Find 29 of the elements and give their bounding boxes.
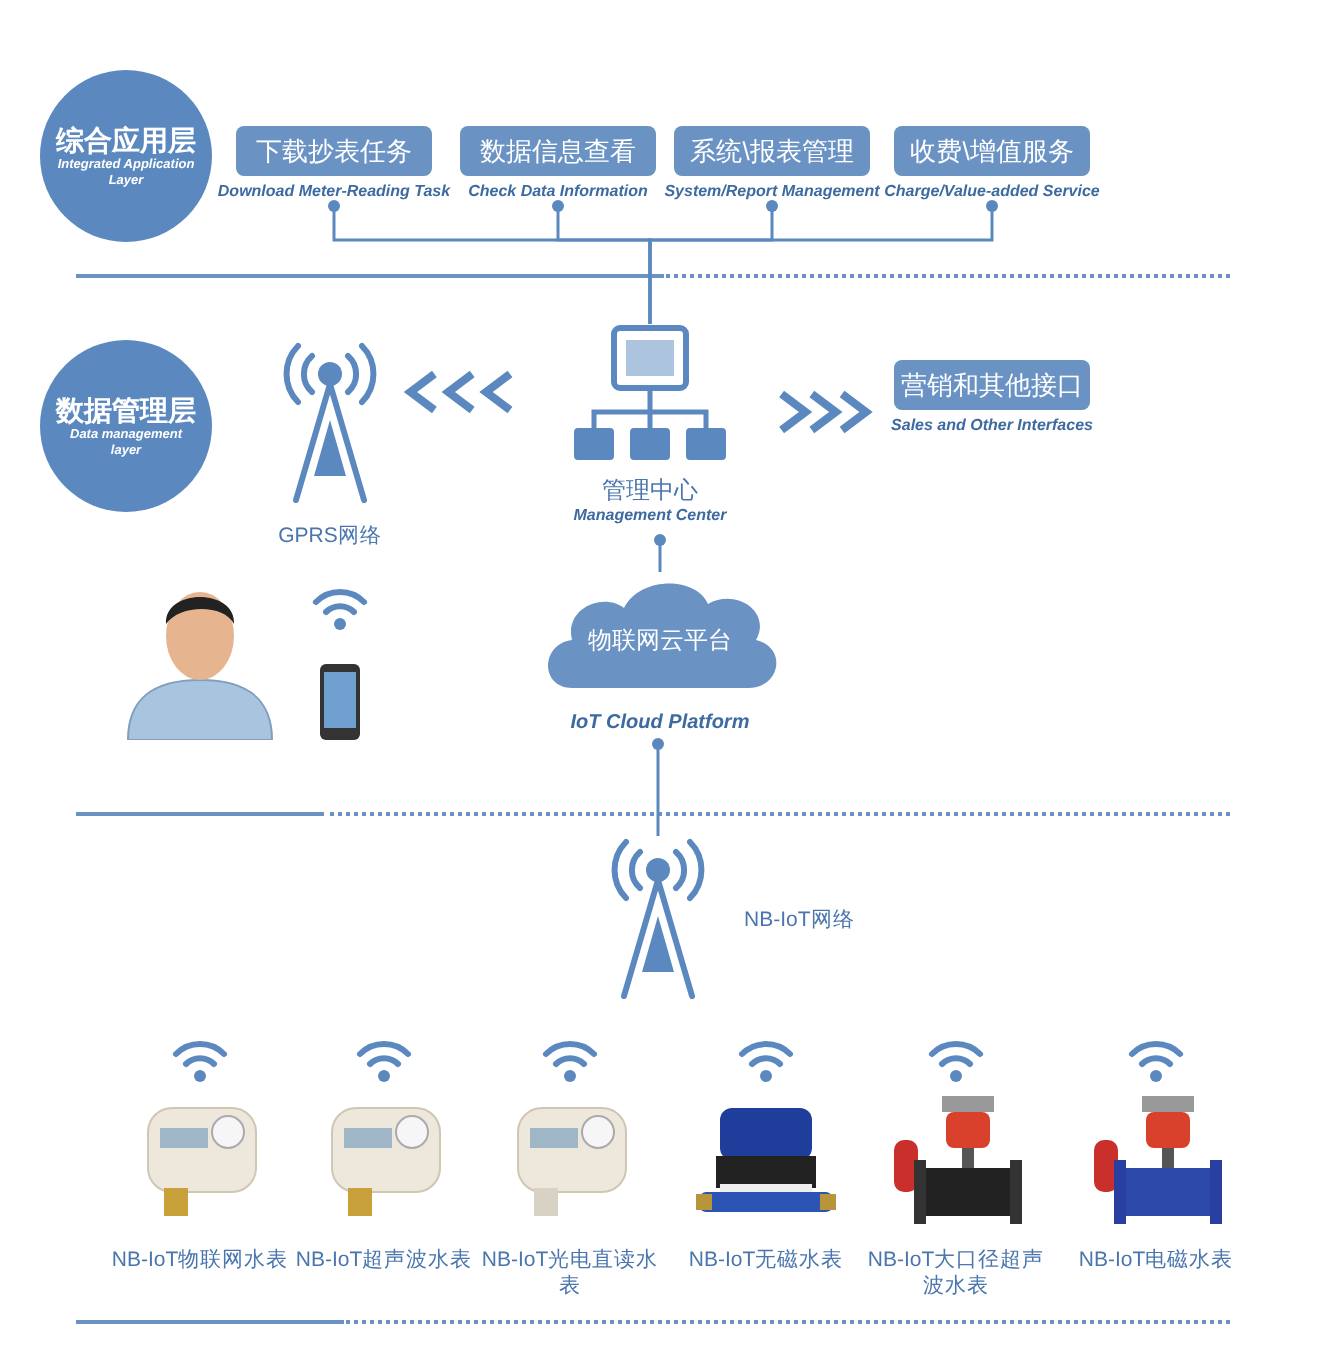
caption-text: Sales and Other Interfaces	[891, 416, 1093, 436]
function-box: 营销和其他接口	[894, 360, 1090, 410]
caption-text: NB-IoT大口径超声波水表	[865, 1248, 1047, 1300]
caption-text: Check Data Information	[468, 182, 648, 202]
function-box: 收费\增值服务	[894, 126, 1090, 176]
caption-text: Management Center	[573, 506, 727, 526]
chevron-arrow	[777, 390, 873, 434]
layer-title: 数据管理层	[56, 393, 196, 427]
layer-title: 综合应用层	[56, 123, 196, 157]
caption-text: Charge/Value-added Service	[884, 182, 1100, 202]
connector-line	[652, 738, 664, 836]
caption-text: 管理中心	[600, 476, 700, 506]
caption-text: System/Report Management	[664, 182, 880, 202]
function-box: 数据信息查看	[460, 126, 656, 176]
connector-line	[654, 534, 666, 572]
function-box: 系统\报表管理	[674, 126, 870, 176]
chevron-arrow	[403, 370, 514, 414]
caption-text: GPRS网络	[278, 524, 382, 550]
function-box: 下载抄表任务	[236, 126, 432, 176]
connector-line	[648, 200, 998, 324]
caption-text: Download Meter-Reading Task	[217, 182, 451, 202]
caption-text: NB-IoT超声波水表	[295, 1248, 473, 1274]
caption-text: NB-IoT无磁水表	[688, 1248, 844, 1274]
caption-text: IoT Cloud Platform	[570, 710, 750, 738]
cloud-label: 物联网云平台	[588, 624, 732, 658]
caption-text: NB-IoT物联网水表	[111, 1248, 289, 1274]
caption-text: NB-IoT光电直读水表	[479, 1248, 661, 1300]
caption-text: NB-IoT电磁水表	[1078, 1248, 1234, 1274]
caption-text: NB-IoT网络	[744, 907, 855, 933]
